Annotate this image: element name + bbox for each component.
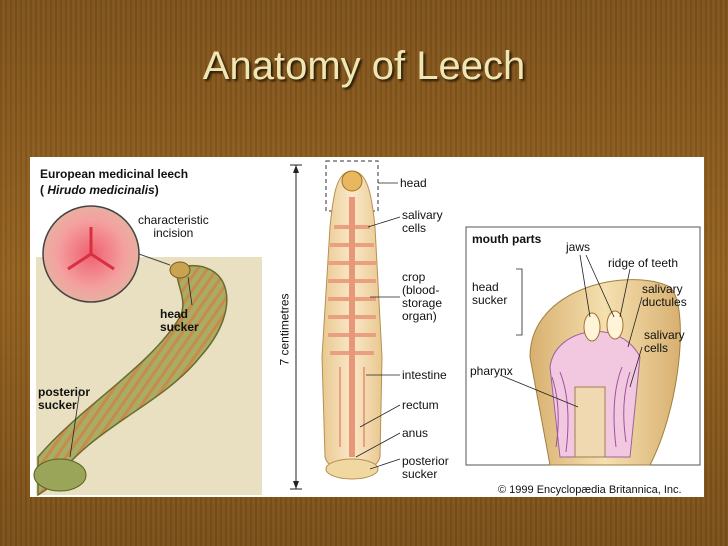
label-head-sucker: head sucker — [160, 307, 199, 334]
caption-latin-name: Hirudo medicinalis — [47, 183, 155, 197]
label-posterior-sucker-middle: posterior sucker — [402, 454, 449, 481]
label-ridge-of-teeth: ridge of teeth — [608, 256, 679, 270]
leech-anatomy-figure: European medicinal leech ( Hirudo medici… — [30, 157, 704, 497]
jaw-left — [583, 312, 601, 342]
label-pharynx: pharynx — [470, 364, 513, 378]
copyright-credit: © 1999 Encyclopædia Britannica, Inc. — [498, 484, 682, 496]
caption-latin-line: ( Hirudo medicinalis) — [40, 183, 159, 197]
label-jaws: jaws — [566, 240, 591, 254]
label-mouth-parts: mouth parts — [472, 232, 542, 246]
posterior-sucker-dissected — [325, 458, 379, 480]
leech-illustration — [33, 160, 701, 497]
posterior-sucker-shape — [33, 458, 87, 492]
label-crop: crop (blood- storage organ) — [402, 270, 443, 323]
label-salivary-ductules: salivary ductules — [642, 282, 687, 309]
label-characteristic-incision: characteristic incision — [138, 213, 209, 240]
caption-title: European medicinal leech — [40, 167, 189, 181]
label-salivary-cells: salivary cells — [402, 208, 443, 235]
head-shape — [341, 170, 363, 192]
jaw-right — [606, 310, 624, 340]
pharynx-shape — [574, 386, 606, 458]
label-head: head — [400, 176, 427, 190]
label-anus: anus — [402, 426, 429, 440]
label-posterior-sucker: posterior sucker — [38, 385, 91, 412]
label-head-sucker-mouth: head sucker — [472, 280, 508, 307]
label-salivary-cells-mouth: salivary cells — [644, 328, 685, 355]
head-sucker-shape — [169, 261, 191, 279]
label-intestine: intestine — [402, 368, 447, 382]
incision-mark — [67, 227, 115, 271]
slide-title: Anatomy of Leech — [202, 44, 526, 88]
label-rectum: rectum — [402, 398, 439, 412]
scale-label: 7 centimetres — [277, 293, 292, 366]
